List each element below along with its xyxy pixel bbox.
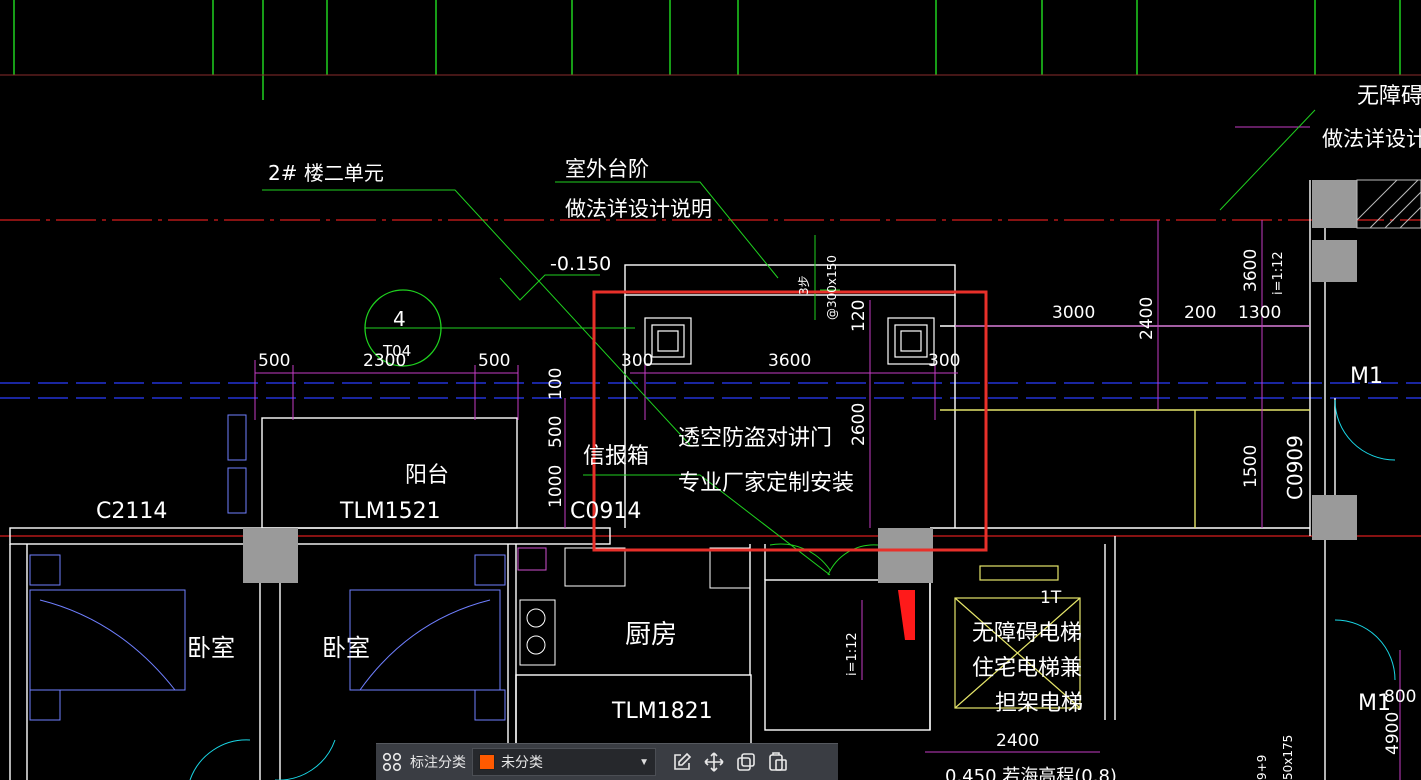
chevron-down-icon: ▼: [639, 756, 649, 768]
dim-3600: 3600: [768, 351, 811, 371]
copy-icon[interactable]: [730, 746, 762, 778]
label-bottom-partial: 0.450 若海高程(0.8): [945, 766, 1117, 780]
category-select[interactable]: 未分类 ▼: [472, 748, 656, 776]
dim-3000: 3000: [1052, 303, 1095, 323]
label-balcony: 阳台: [405, 463, 449, 488]
label-window-c2114: C2114: [96, 499, 167, 524]
axis-lines: [0, 219, 1421, 537]
label-slope-1: i=1:12: [1271, 251, 1286, 295]
dim-1500: 1500: [1241, 445, 1261, 488]
label-stair-note: 50x175: [1281, 735, 1295, 780]
label-elevator-3: 担架电梯: [995, 691, 1083, 716]
label-window-c0914: C0914: [570, 499, 641, 524]
selection-highlight-box[interactable]: [592, 290, 988, 552]
dim-500-v: 500: [546, 416, 566, 448]
dim-300-b: 300: [928, 351, 960, 371]
dim-500-b: 500: [478, 351, 510, 371]
hatch-area: [1356, 179, 1421, 229]
axis-bubble: [364, 289, 635, 367]
top-grid-lines: [0, 0, 1421, 100]
label-bedroom-1: 卧室: [187, 634, 235, 662]
dim-120: 120: [849, 300, 869, 332]
red-marker: [861, 590, 915, 680]
dimension-lines: [254, 126, 1401, 780]
dim-300-a: 300: [621, 351, 653, 371]
paste-icon[interactable]: [762, 746, 794, 778]
label-door-tlm1821: TLM1821: [611, 699, 713, 724]
label-axis-ref: T04: [382, 342, 411, 360]
category-color-swatch: [479, 754, 495, 770]
label-window-c0909: C0909: [1283, 435, 1307, 500]
label-axis-number: 4: [393, 307, 406, 331]
label-steps-size: @300x150: [825, 255, 839, 320]
dim-1000: 1000: [546, 465, 566, 508]
dim-4900: 4900: [1383, 712, 1403, 755]
label-barrier-free-partial: 无障碍: [1357, 84, 1421, 109]
leader-lines: [262, 109, 1316, 576]
dim-200: 200: [1184, 303, 1216, 323]
label-door-m1-2: M1: [1358, 691, 1391, 716]
label-elevator-2: 住宅电梯兼: [972, 656, 1082, 681]
dim-500-a: 500: [258, 351, 290, 371]
dim-1300: 1300: [1238, 303, 1281, 323]
dim-100: 100: [546, 368, 566, 400]
label-outdoor-steps: 室外台阶: [565, 157, 649, 181]
label-elevation: -0.150: [550, 253, 611, 275]
label-stair-count: 9+9: [1255, 755, 1269, 780]
label-building-unit: 2# 楼二单元: [268, 161, 384, 185]
bedroom-furniture: [29, 414, 506, 721]
walls: [9, 180, 1336, 780]
label-door-note-1: 透空防盗对讲门: [678, 426, 832, 451]
label-elevator-tag: 1T: [1040, 588, 1062, 608]
label-steps-note: 3步: [797, 275, 811, 295]
label-see-design-notes-partial: 做法详设计: [1322, 127, 1421, 151]
columns: [243, 180, 1357, 583]
label-mailbox: 信报箱: [583, 444, 649, 469]
dim-2300: 2300: [363, 351, 406, 371]
dim-2400-b: 2400: [996, 731, 1039, 751]
label-see-design-notes: 做法详设计说明: [565, 197, 712, 221]
dim-1800: 800: [1384, 687, 1416, 707]
annotation-toolbar: 标注分类 未分类 ▼: [376, 743, 838, 780]
label-kitchen: 厨房: [625, 620, 677, 650]
dim-2400: 2400: [1137, 297, 1157, 340]
four-squares-icon[interactable]: [376, 746, 408, 778]
label-slope-2: i=1:12: [845, 632, 860, 676]
move-icon[interactable]: [698, 746, 730, 778]
dim-2600: 2600: [849, 403, 869, 446]
elevator-shaft: [954, 565, 1081, 709]
label-door-m1: M1: [1350, 364, 1383, 389]
annotation-category-label: 标注分类: [410, 754, 466, 770]
label-door-tlm1521: TLM1521: [339, 499, 441, 524]
label-bedroom-2: 卧室: [322, 634, 370, 662]
label-door-note-2: 专业厂家定制安装: [678, 471, 854, 496]
dim-3600-v: 3600: [1241, 249, 1261, 292]
equipment-squares: [644, 317, 935, 365]
edit-icon[interactable]: [666, 746, 698, 778]
label-elevator-1: 无障碍电梯: [972, 621, 1082, 646]
category-select-value: 未分类: [501, 754, 543, 770]
